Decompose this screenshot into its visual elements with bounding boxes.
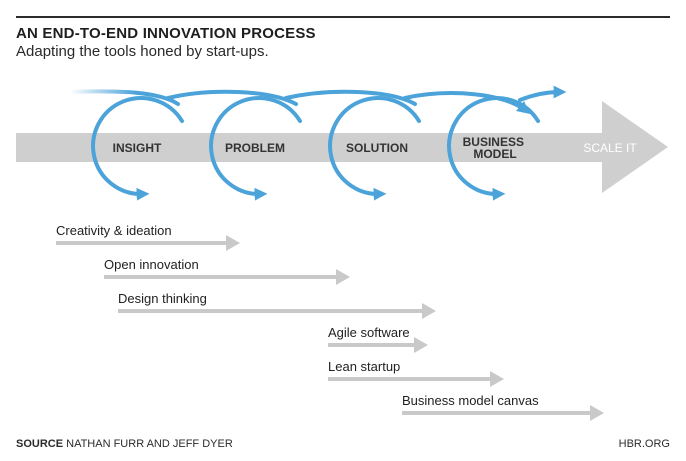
source-credit: SOURCE NATHAN FURR AND JEFF DYER (16, 438, 233, 450)
tool-arrow-agile-software (328, 337, 428, 353)
stage-label-business-model-text-2: MODEL (473, 147, 516, 161)
tool-label-design-thinking: Design thinking (118, 291, 207, 306)
connector-out (518, 85, 567, 102)
connector-3 (403, 91, 531, 114)
tool-arrow-lean-startup (328, 371, 504, 387)
top-rule (16, 16, 670, 18)
stage-label-solution: SOLUTION (346, 141, 408, 155)
tool-label-open-innovation: Open innovation (104, 257, 199, 272)
tool-label-business-model-canvas: Business model canvas (402, 393, 539, 408)
stage-label-insight: INSIGHT (113, 141, 162, 155)
stage-label-business-model: BUSINESS MODEL (463, 135, 528, 161)
chart-title: AN END-TO-END INNOVATION PROCESS (16, 25, 316, 42)
source-label: SOURCE (16, 438, 64, 450)
stage-loops (91, 96, 540, 201)
tool-label-creativity: Creativity & ideation (56, 223, 172, 238)
stage-label-business-model-text: BUSINESS (463, 135, 524, 149)
loop-connectors (68, 85, 567, 114)
loop-business-model (447, 96, 540, 201)
loop-problem (209, 96, 302, 201)
loop-insight (91, 96, 184, 201)
source-names: NATHAN FURR AND JEFF DYER (66, 438, 233, 450)
tool-arrows (56, 235, 604, 421)
tool-arrow-open-innovation (104, 269, 350, 285)
stage-label-problem: PROBLEM (225, 141, 285, 155)
stage-label-scale-it: SCALE IT (583, 141, 637, 155)
loop-solution (328, 96, 421, 201)
process-band (16, 101, 668, 193)
stage-labels: INSIGHT PROBLEM SOLUTION BUSINESS MODEL … (113, 135, 638, 161)
tool-label-agile-software: Agile software (328, 325, 410, 340)
tool-arrow-design-thinking (118, 303, 436, 319)
tool-label-lean-startup: Lean startup (328, 359, 400, 374)
connector-lead-in (68, 89, 180, 106)
chart-subtitle: Adapting the tools honed by start-ups. (16, 43, 269, 60)
tool-arrow-creativity (56, 235, 240, 251)
tool-arrow-business-model-canvas (402, 405, 604, 421)
tool-labels: Creativity & ideation Open innovation De… (56, 223, 539, 408)
publisher-credit: HBR.ORG (618, 438, 670, 450)
